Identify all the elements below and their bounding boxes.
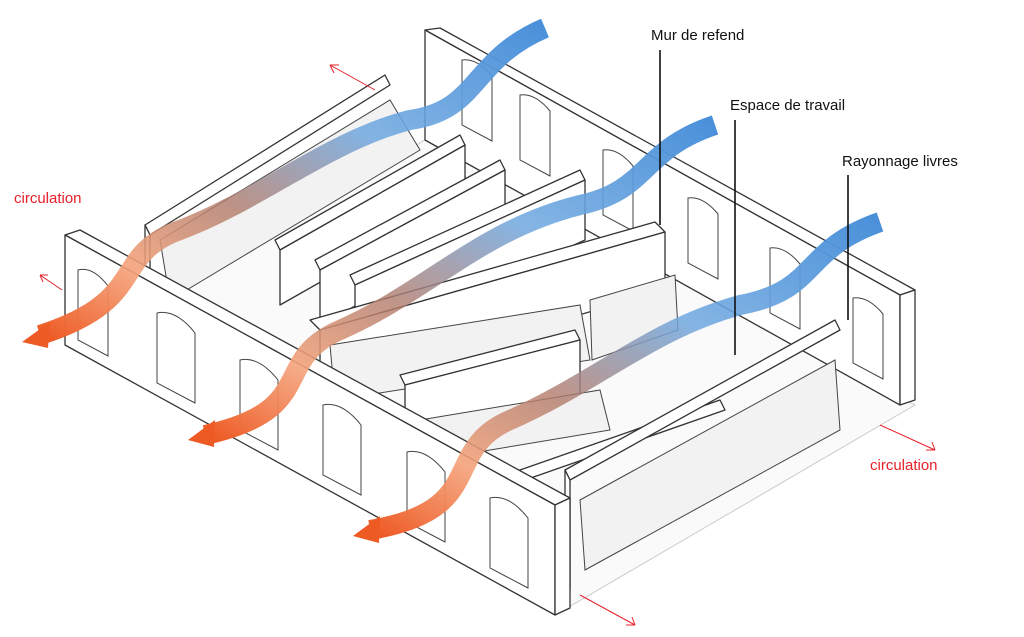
airflow-band-2	[202, 115, 719, 445]
airflow-arrowheads	[22, 322, 380, 543]
circulation-arrows	[39, 64, 936, 626]
label-circulation-right: circulation	[870, 457, 938, 474]
back-right-wall	[424, 27, 916, 406]
airflow-band-3	[368, 212, 884, 540]
book-shelves	[144, 74, 841, 591]
label-mur-de-refend: Mur de refend	[651, 27, 745, 44]
label-rayonnage-livres: Rayonnage livres	[842, 153, 958, 170]
label-espace-de-travail: Espace de travail	[730, 97, 846, 114]
airflow-band-1	[36, 18, 550, 345]
label-circulation-left: circulation	[14, 190, 82, 207]
airflow-arrows	[36, 18, 884, 540]
